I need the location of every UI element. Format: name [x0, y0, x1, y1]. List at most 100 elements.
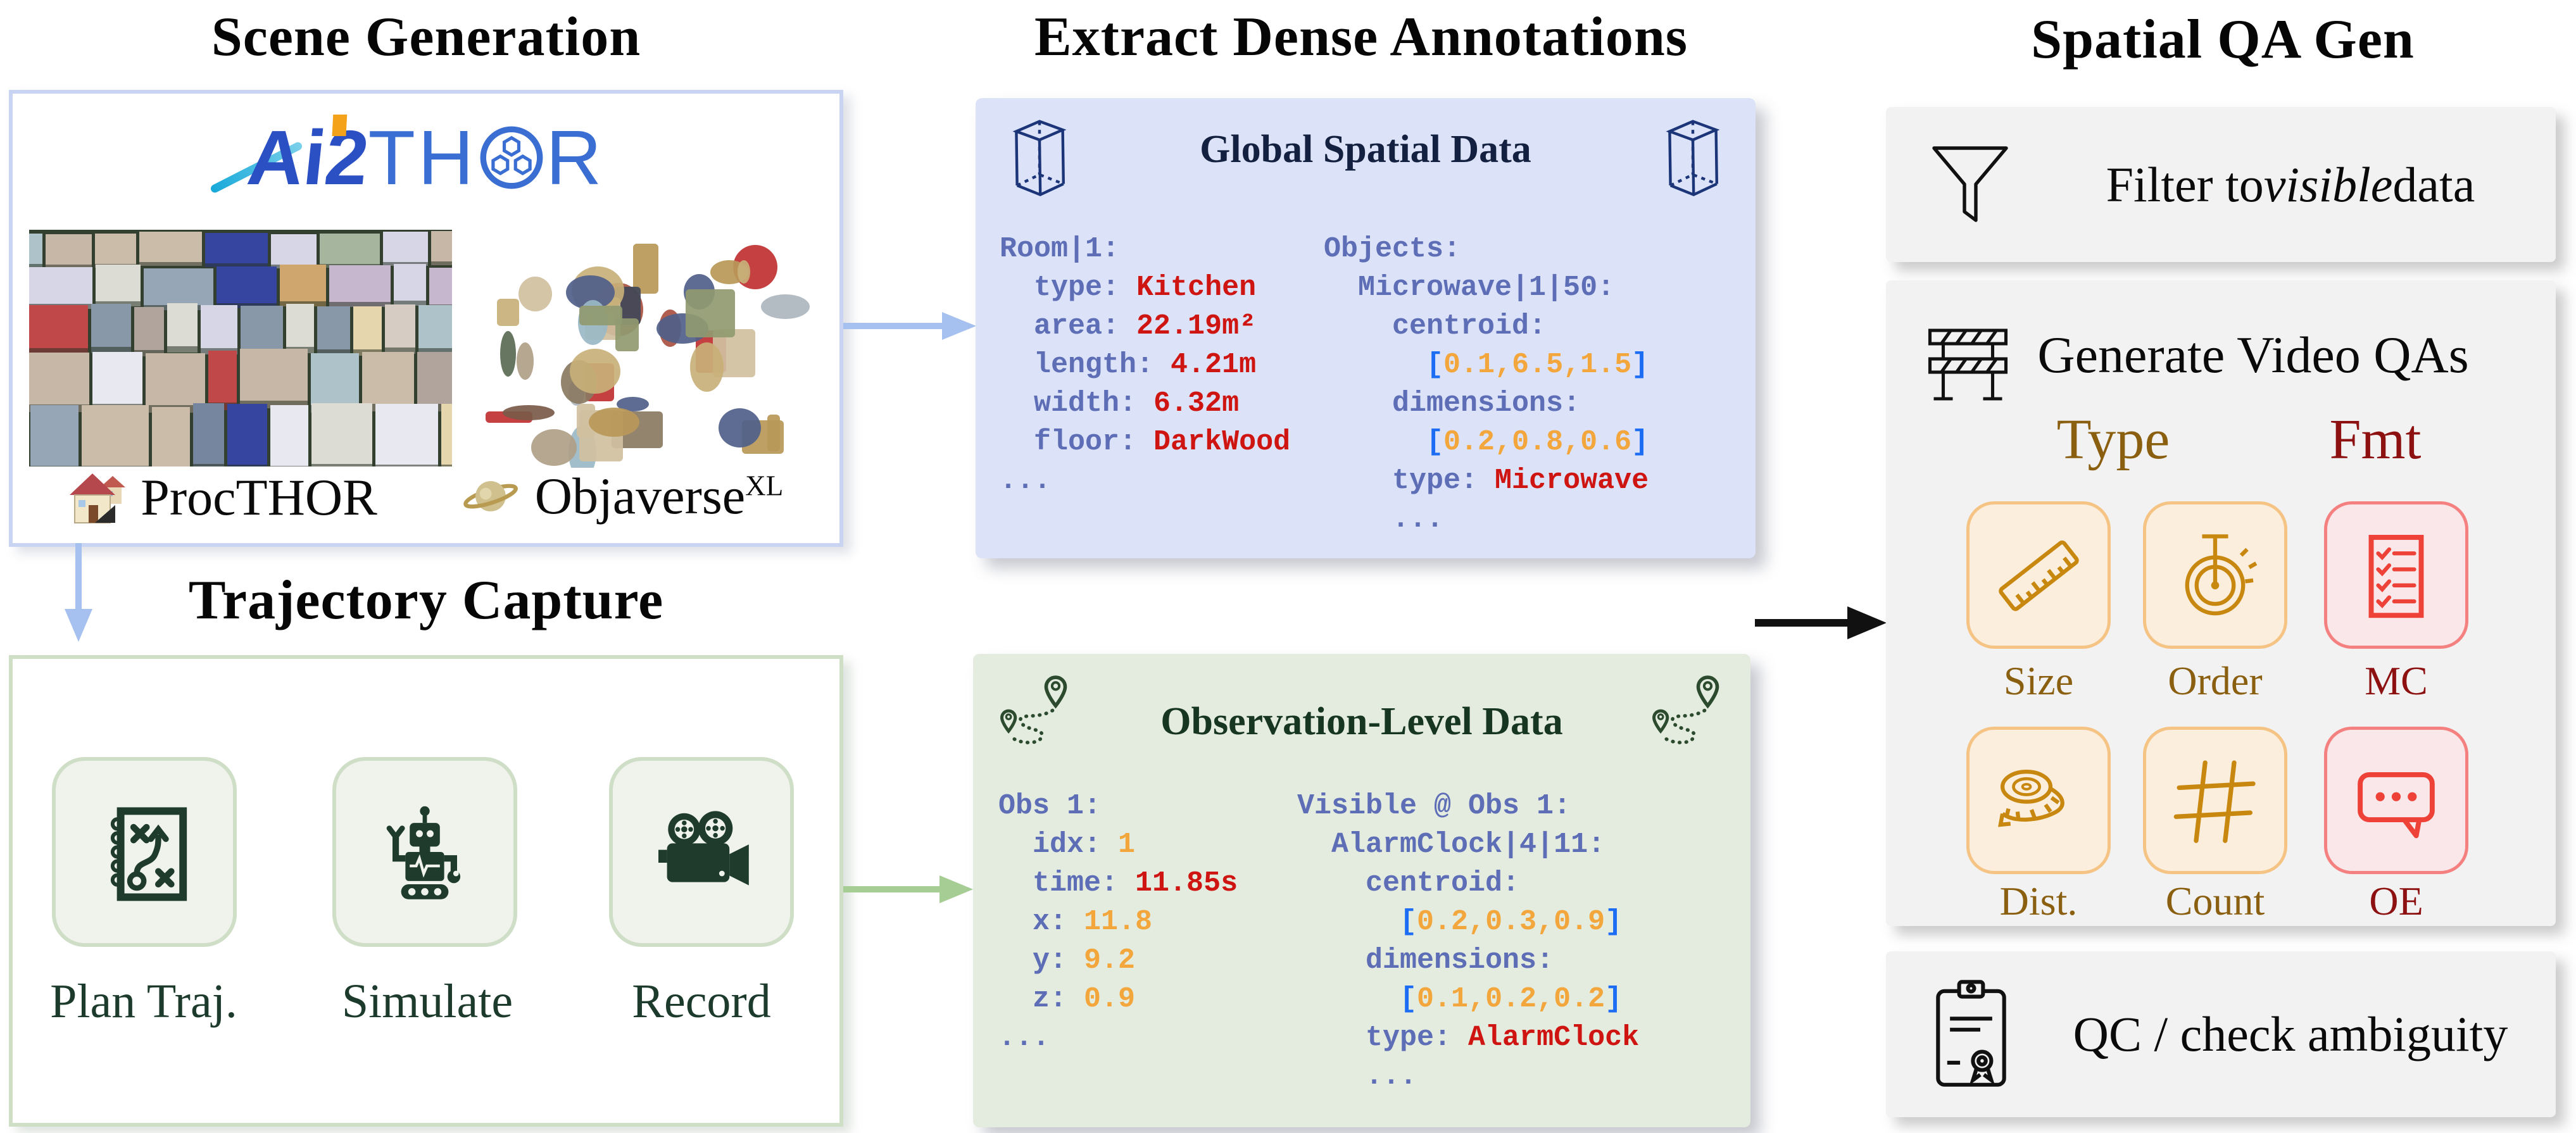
- code-line: dimensions:: [1324, 387, 1581, 420]
- visible-code-block: Visible @ Obs 1: AlarmClock|4|11: centro…: [1297, 787, 1639, 1096]
- code-line: ...: [1000, 465, 1052, 497]
- global-spatial-data-panel: Global Spatial Data Room|1: type: Kitche…: [976, 98, 1756, 558]
- code-line: [0.1,0.2,0.2]: [1400, 983, 1623, 1015]
- collage-object: [570, 349, 620, 394]
- mosaic-room-tile: [394, 264, 426, 306]
- mosaic-room-tile: [167, 303, 198, 353]
- collage-object: [531, 429, 577, 466]
- mosaic-room-tile: [29, 234, 42, 268]
- collage-object: [503, 405, 555, 420]
- robot-icon: [386, 806, 461, 899]
- mosaic-room-tile: [29, 267, 92, 309]
- mosaic-room-tile: [317, 306, 350, 356]
- trajectory-capture-box: Plan Traj. Simulate Record: [9, 655, 843, 1127]
- logo-orange-dot: [332, 115, 347, 136]
- saturn-icon: [463, 481, 518, 511]
- mosaic-room-tile: [134, 307, 164, 356]
- code-line: type: AlarmClock: [1297, 1022, 1640, 1054]
- generate-card: Generate Video QAs Type Fmt: [1886, 280, 2556, 926]
- mosaic-room-tile: [146, 353, 205, 413]
- code-line: AlarmClock|4|11:: [1297, 829, 1605, 861]
- mosaic-room-tile: [205, 233, 268, 267]
- house-icon: [70, 473, 126, 523]
- code-line: dimensions:: [1297, 944, 1554, 977]
- mosaic-room-tile: [91, 304, 131, 353]
- mosaic-room-tile: [362, 352, 414, 411]
- size-tile: [1966, 501, 2111, 649]
- code-line: Obs 1:: [998, 790, 1102, 822]
- code-line: z: 0.9: [998, 983, 1136, 1015]
- code-line: centroid:: [1324, 310, 1547, 342]
- code-line: x: 11.8: [998, 906, 1153, 938]
- checklist-icon: [2368, 534, 2424, 618]
- mosaic-room-tile: [329, 265, 391, 307]
- mosaic-room-tile: [46, 234, 92, 268]
- record-label: Record: [632, 975, 771, 1028]
- mosaic-room-tile: [286, 304, 314, 353]
- code-line: floor: DarkWood: [1000, 426, 1291, 458]
- dist-tile: [1966, 727, 2111, 874]
- code-line: centroid:: [1297, 867, 1520, 899]
- mosaic-room-tile: [353, 306, 382, 356]
- mosaic-room-tile: [29, 305, 88, 354]
- speech-bubble-icon: [2358, 772, 2435, 838]
- filter-card-text: Filter to visible data: [2106, 156, 2475, 212]
- observation-level-data-panel: Observation-Level Data Obs 1: idx: 1 tim…: [973, 654, 1750, 1127]
- qc-card-text: QC / check ambiguity: [2073, 1006, 2508, 1061]
- collage-object: [500, 331, 516, 377]
- code-line: Visible @ Obs 1:: [1297, 790, 1571, 822]
- mosaic-room-tile: [441, 404, 452, 466]
- simulate-label: Simulate: [341, 975, 513, 1028]
- mosaic-room-tile: [227, 404, 267, 466]
- procthor-source: ProcTHOR: [51, 466, 393, 529]
- barrier-icon: [1928, 329, 2008, 401]
- code-line: ...: [1324, 503, 1444, 535]
- collage-object: [497, 299, 519, 326]
- mosaic-room-tile: [320, 234, 380, 268]
- obs-code-block: Obs 1: idx: 1 time: 11.85s x: 11.8 y: 9.…: [998, 787, 1238, 1057]
- code-line: ...: [998, 1022, 1050, 1054]
- collage-object: [761, 294, 810, 319]
- arrow-down-blue: [65, 543, 92, 642]
- route-pin-icon: [1000, 675, 1067, 744]
- collage-object: [579, 306, 622, 325]
- size-label: Size: [2003, 658, 2074, 703]
- mosaic-room-tile: [280, 265, 326, 306]
- plan-traj-label: Plan Traj.: [50, 975, 237, 1028]
- extract-annotations-title: Extract Dense Annotations: [1034, 6, 1688, 68]
- code-line: type: Microwave: [1324, 465, 1649, 497]
- arrow-right-blue: [843, 312, 976, 340]
- fmt-column-header: Fmt: [2329, 408, 2422, 471]
- code-line: Microwave|1|50:: [1324, 272, 1615, 304]
- type-column-header: Type: [2056, 408, 2170, 471]
- plan-traj-card: [52, 757, 237, 947]
- mosaic-room-tile: [429, 268, 452, 310]
- mosaic-room-tile: [383, 232, 428, 266]
- scene-generation-box: Ai2 TH R ProcTHOR: [9, 90, 843, 547]
- mosaic-room-tile: [201, 305, 237, 354]
- observation-level-data-title: Observation-Level Data: [1160, 700, 1563, 743]
- objaverse-objects-image: [460, 228, 822, 468]
- room-code-block: Room|1: type: Kitchen area: 22.19m² leng…: [1000, 230, 1290, 500]
- global-spatial-data-title: Global Spatial Data: [1200, 128, 1531, 171]
- mosaic-room-tile: [193, 403, 224, 466]
- mosaic-room-tile: [95, 234, 136, 268]
- plan-icon: [110, 807, 187, 901]
- clipboard-certificate-icon: [1936, 980, 2006, 1087]
- mosaic-room-tile: [385, 304, 415, 354]
- logo-ai2-text: Ai2: [243, 115, 373, 201]
- logo-thor-r: R: [546, 115, 605, 201]
- tape-icon: [1998, 769, 2064, 827]
- mosaic-room-tile: [96, 265, 141, 306]
- count-tile: [2143, 727, 2287, 874]
- ruler-icon: [1999, 540, 2079, 611]
- mosaic-room-tile: [375, 404, 438, 466]
- spatial-qa-gen-title: Spatial QA Gen: [2031, 9, 2415, 70]
- code-line: area: 22.19m²: [1000, 310, 1257, 342]
- count-label: Count: [2165, 879, 2265, 923]
- mosaic-room-tile: [29, 353, 89, 412]
- mosaic-room-tile: [139, 232, 202, 266]
- oe-tile: [2324, 727, 2468, 874]
- oe-label: OE: [2369, 879, 2423, 923]
- mosaic-room-tile: [241, 306, 283, 355]
